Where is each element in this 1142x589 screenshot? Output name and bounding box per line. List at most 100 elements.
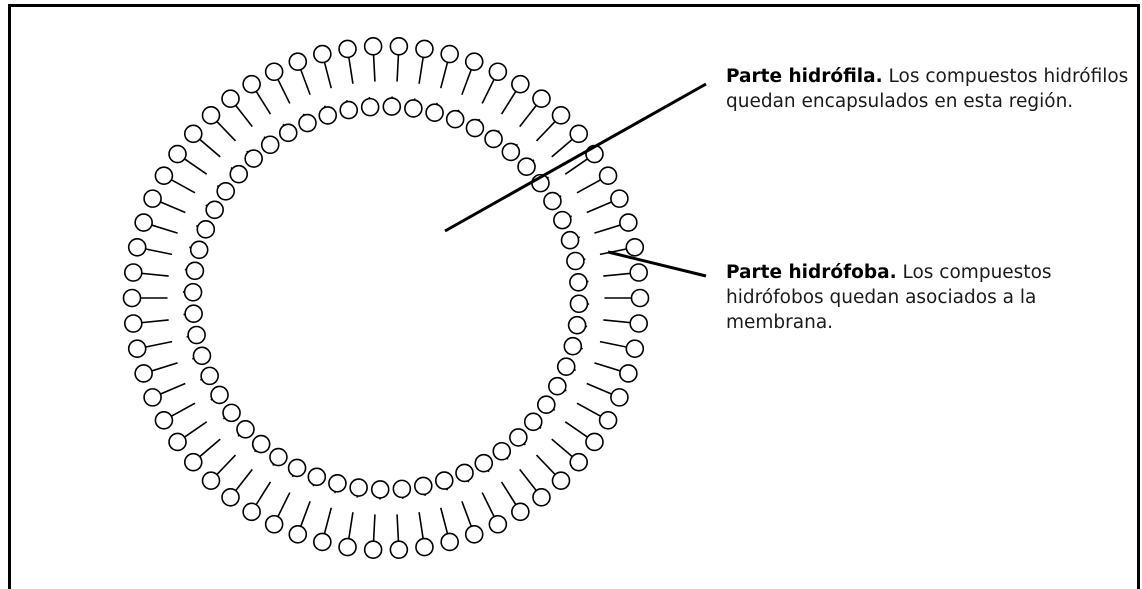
inner-phospholipid-head [201, 367, 218, 384]
inner-phospholipid-head [567, 253, 584, 270]
hydrophobic-label: Parte hidrófoba. Los compuestos hidrófob… [726, 260, 1136, 335]
outer-phospholipid-head [222, 90, 239, 107]
inner-phospholipid-head [415, 477, 432, 494]
hydrophilic-label-title: Parte hidrófila. [726, 66, 883, 87]
inner-phospholipid-head [493, 443, 510, 460]
pointer-line-hydrophobic [608, 252, 706, 276]
inner-phospholipid-head [510, 429, 527, 446]
outer-phospholipid-head [124, 290, 141, 307]
outer-phospholipid-head [600, 167, 617, 184]
outer-phospholipid-head [144, 190, 161, 207]
outer-phospholipid-head [125, 315, 142, 332]
inner-phospholipid-head [485, 130, 502, 147]
inner-phospholipid-head [350, 479, 367, 496]
outer-phospholipid-head [185, 125, 202, 142]
inner-phospholipid-head [237, 421, 254, 438]
inner-phospholipid-head [188, 326, 205, 343]
outer-phospholipid-head [135, 214, 152, 231]
outer-phospholipid-head [125, 264, 142, 281]
outer-phospholipid-head [626, 239, 643, 256]
outer-phospholipid-head [512, 503, 529, 520]
outer-phospholipid-head [620, 365, 637, 382]
inner-phospholipid-head [562, 232, 579, 249]
inner-phospholipid-head [502, 143, 519, 160]
inner-phospholipid-head [570, 274, 587, 291]
outer-phospholipid-head [129, 340, 146, 357]
outer-phospholipid-head [155, 412, 172, 429]
inner-phospholipid-head [475, 455, 492, 472]
inner-phospholipid-head [436, 472, 453, 489]
inner-phospholipid-head [280, 124, 297, 141]
inner-phospholipid-head [564, 338, 581, 355]
inner-phospholipid-head [525, 413, 542, 430]
inner-phospholipid-head [426, 104, 443, 121]
outer-phospholipid-head [129, 239, 146, 256]
outer-phospholipid-head [314, 46, 331, 63]
outer-phospholipid-head [630, 315, 647, 332]
outer-phospholipid-head [611, 190, 628, 207]
outer-phospholipid-head [489, 63, 506, 80]
inner-phospholipid-head [193, 347, 210, 364]
inner-phospholipid-head [447, 111, 464, 128]
outer-phospholipid-head [570, 125, 587, 142]
pointer-line-hydrophilic [445, 84, 706, 231]
inner-phospholipid-head [185, 305, 202, 322]
outer-phospholipid-head [314, 533, 331, 550]
outer-phospholipid-head [626, 340, 643, 357]
outer-phospholipid-head [169, 146, 186, 163]
inner-phospholipid-head [223, 404, 240, 421]
outer-phospholipid-head [416, 40, 433, 57]
outer-phospholipid-head [632, 290, 649, 307]
inner-phospholipid-head [466, 120, 483, 137]
outer-phospholipid-head [390, 541, 407, 558]
inner-phospholipid-head [262, 136, 279, 153]
inner-phospholipid-head [299, 115, 316, 132]
outer-phospholipid-head [570, 454, 587, 471]
outer-phospholipid-head [620, 214, 637, 231]
outer-phospholipid-head [552, 107, 569, 124]
inner-phospholipid-head [570, 295, 587, 312]
inner-phospholipid-head [197, 221, 214, 238]
inner-phospholipid-head [393, 480, 410, 497]
inner-phospholipid-head [319, 107, 336, 124]
outer-phospholipid-head [390, 38, 407, 55]
outer-phospholipid-head [586, 433, 603, 450]
outer-phospholipid-head [441, 533, 458, 550]
inner-phospholipid-head [558, 358, 575, 375]
inner-phospholipid-head [230, 166, 247, 183]
outer-phospholipid-head [203, 107, 220, 124]
inner-phospholipid-head [217, 183, 234, 200]
outer-phospholipid-head [600, 412, 617, 429]
outer-phospholipid-head [266, 63, 283, 80]
inner-phospholipid-head [308, 468, 325, 485]
outer-phospholipid-head [441, 46, 458, 63]
outer-phospholipid-head [144, 389, 161, 406]
outer-phospholipid-head [289, 526, 306, 543]
inner-phospholipid-head [405, 100, 422, 117]
outer-phospholipid-head [466, 526, 483, 543]
inner-phospholipid-head [372, 481, 389, 498]
outer-phospholipid-head [339, 40, 356, 57]
outer-phospholipid-head [169, 433, 186, 450]
outer-phospholipid-head [630, 264, 647, 281]
inner-phospholipid-head [544, 193, 561, 210]
inner-phospholipid-head [538, 396, 555, 413]
outer-phospholipid-head [289, 53, 306, 70]
outer-phospholipid-head [222, 489, 239, 506]
inner-phospholipid-head [456, 464, 473, 481]
inner-phospholipid-head [270, 449, 287, 466]
outer-phospholipid-head [155, 167, 172, 184]
inner-phospholipid-head [211, 386, 228, 403]
outer-phospholipid-head [489, 516, 506, 533]
inner-phospholipid-head [383, 98, 400, 115]
outer-phospholipid-head [135, 365, 152, 382]
outer-phospholipid-head [243, 76, 260, 93]
inner-phospholipid-head [518, 158, 535, 175]
outer-phospholipid-head [365, 38, 382, 55]
phospholipid-bilayer [124, 38, 649, 558]
outer-phospholipid-head [365, 541, 382, 558]
inner-phospholipid-head [362, 99, 379, 116]
outer-phospholipid-head [552, 472, 569, 489]
inner-phospholipid-head [329, 475, 346, 492]
outer-phospholipid-head [512, 76, 529, 93]
